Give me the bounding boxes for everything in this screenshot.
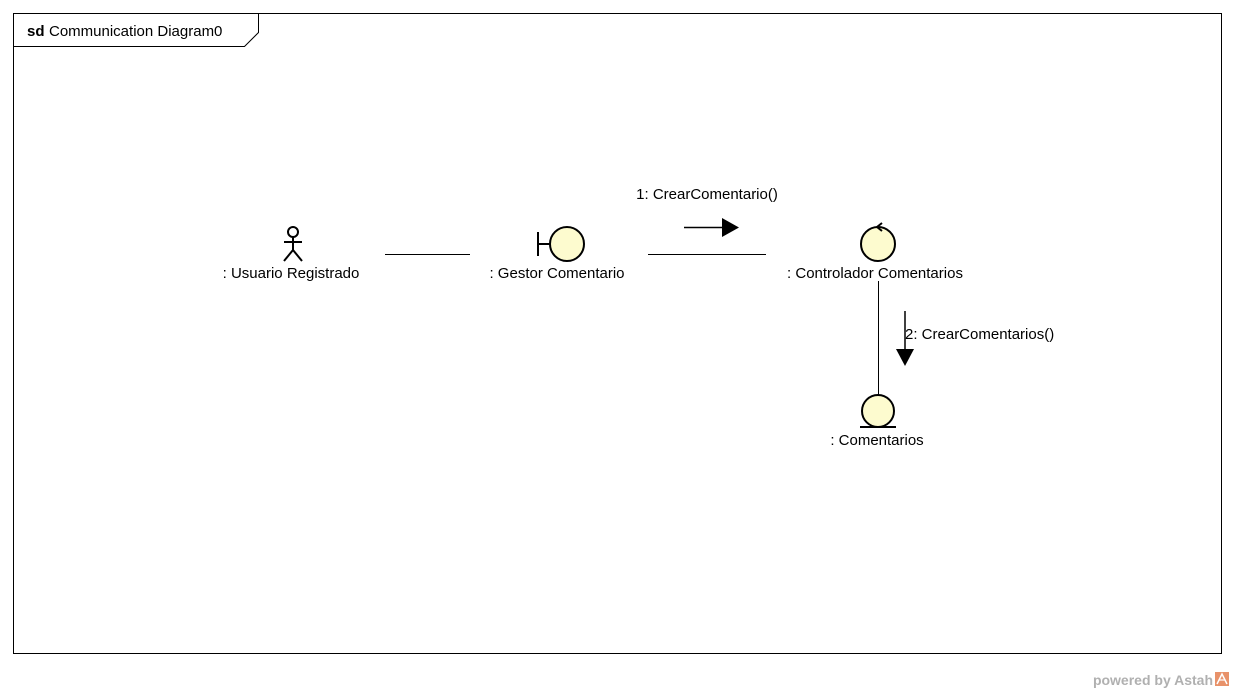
message-1-label: 1: CrearComentario() [636, 186, 778, 203]
message-2[interactable]: 2: CrearComentarios() [896, 311, 1054, 366]
lifeline-label-usuario: : Usuario Registrado [223, 265, 360, 282]
control-icon [860, 222, 896, 262]
message-2-label: 2: CrearComentarios() [905, 326, 1054, 343]
actor-icon [283, 226, 303, 262]
message-1[interactable]: 1: CrearComentario() [636, 186, 778, 237]
frame-keyword: sd [27, 23, 45, 40]
diagram-frame: sd Communication Diagram0 [13, 13, 1222, 654]
entity-icon [860, 394, 896, 428]
message-2-arrow-icon [896, 311, 914, 366]
message-1-arrow-icon [684, 218, 739, 237]
lifeline-label-gestor: : Gestor Comentario [489, 265, 624, 282]
boundary-icon [537, 226, 585, 262]
lifeline-label-comentarios: : Comentarios [830, 432, 923, 449]
lifeline-label-controlador: : Controlador Comentarios [787, 265, 963, 282]
control-controlador-comentarios[interactable]: : Controlador Comentarios [787, 222, 963, 282]
astah-watermark: powered by Astah [1093, 672, 1229, 688]
astah-logo-icon [1215, 672, 1229, 686]
actor-usuario-registrado[interactable]: : Usuario Registrado [223, 226, 360, 282]
entity-comentarios[interactable]: : Comentarios [830, 394, 924, 449]
frame-title: Communication Diagram0 [49, 23, 222, 40]
boundary-gestor-comentario[interactable]: : Gestor Comentario [489, 226, 625, 282]
watermark-text: powered by Astah [1093, 672, 1213, 688]
